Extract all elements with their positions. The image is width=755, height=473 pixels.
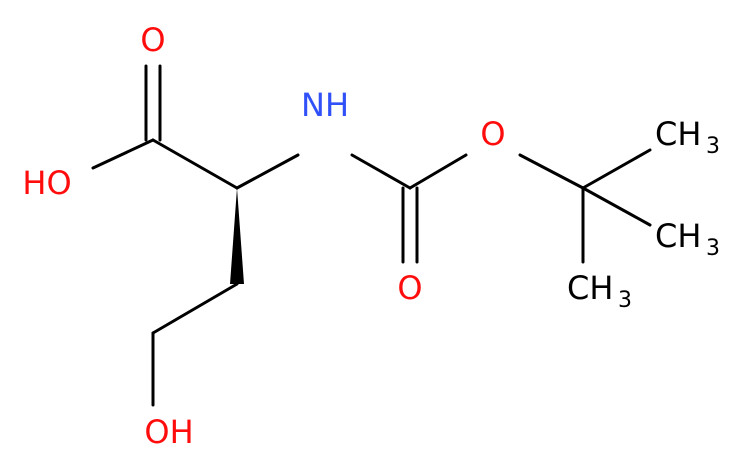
n-carbamate-bond xyxy=(350,153,412,190)
carbonyl-oxygen-label: O xyxy=(140,21,165,59)
atom-label-layer: O HO NH O O OH CH 3 CH 3 CH 3 xyxy=(22,21,720,451)
ester-oxygen-label: O xyxy=(480,115,505,153)
quaternary-methyl-1-bond xyxy=(581,148,652,190)
methyl-2-subscript: 3 xyxy=(706,236,720,261)
methyl-2-main: CH xyxy=(655,217,701,255)
methyl-3-main: CH xyxy=(567,269,613,307)
acid-hydroxyl-label: HO xyxy=(22,164,71,202)
carbamate-oxygen-label: O xyxy=(397,269,422,307)
ester-o-quaternary-bond xyxy=(518,153,585,190)
amine-label: NH xyxy=(301,86,349,124)
methyl-1-label: CH 3 xyxy=(655,115,720,159)
side-hydroxyl-label: OH xyxy=(144,413,193,451)
methyl-3-subscript: 3 xyxy=(618,288,632,313)
methyl-3-label: CH 3 xyxy=(567,269,632,313)
methyl-1-subscript: 3 xyxy=(706,134,720,159)
methyl-2-label: CH 3 xyxy=(655,217,720,261)
side-chain-bond-1 xyxy=(151,282,239,335)
carbamate-ester-o-bond xyxy=(408,153,468,190)
methyl-1-main: CH xyxy=(655,115,701,153)
stereo-wedge-bond xyxy=(230,188,244,284)
alpha-n-bond xyxy=(235,153,300,190)
quaternary-methyl-2-bond xyxy=(581,186,652,227)
acid-c-oh-bond xyxy=(91,138,155,170)
bond-layer xyxy=(91,64,652,407)
carboxyl-alpha-bond xyxy=(151,138,239,190)
